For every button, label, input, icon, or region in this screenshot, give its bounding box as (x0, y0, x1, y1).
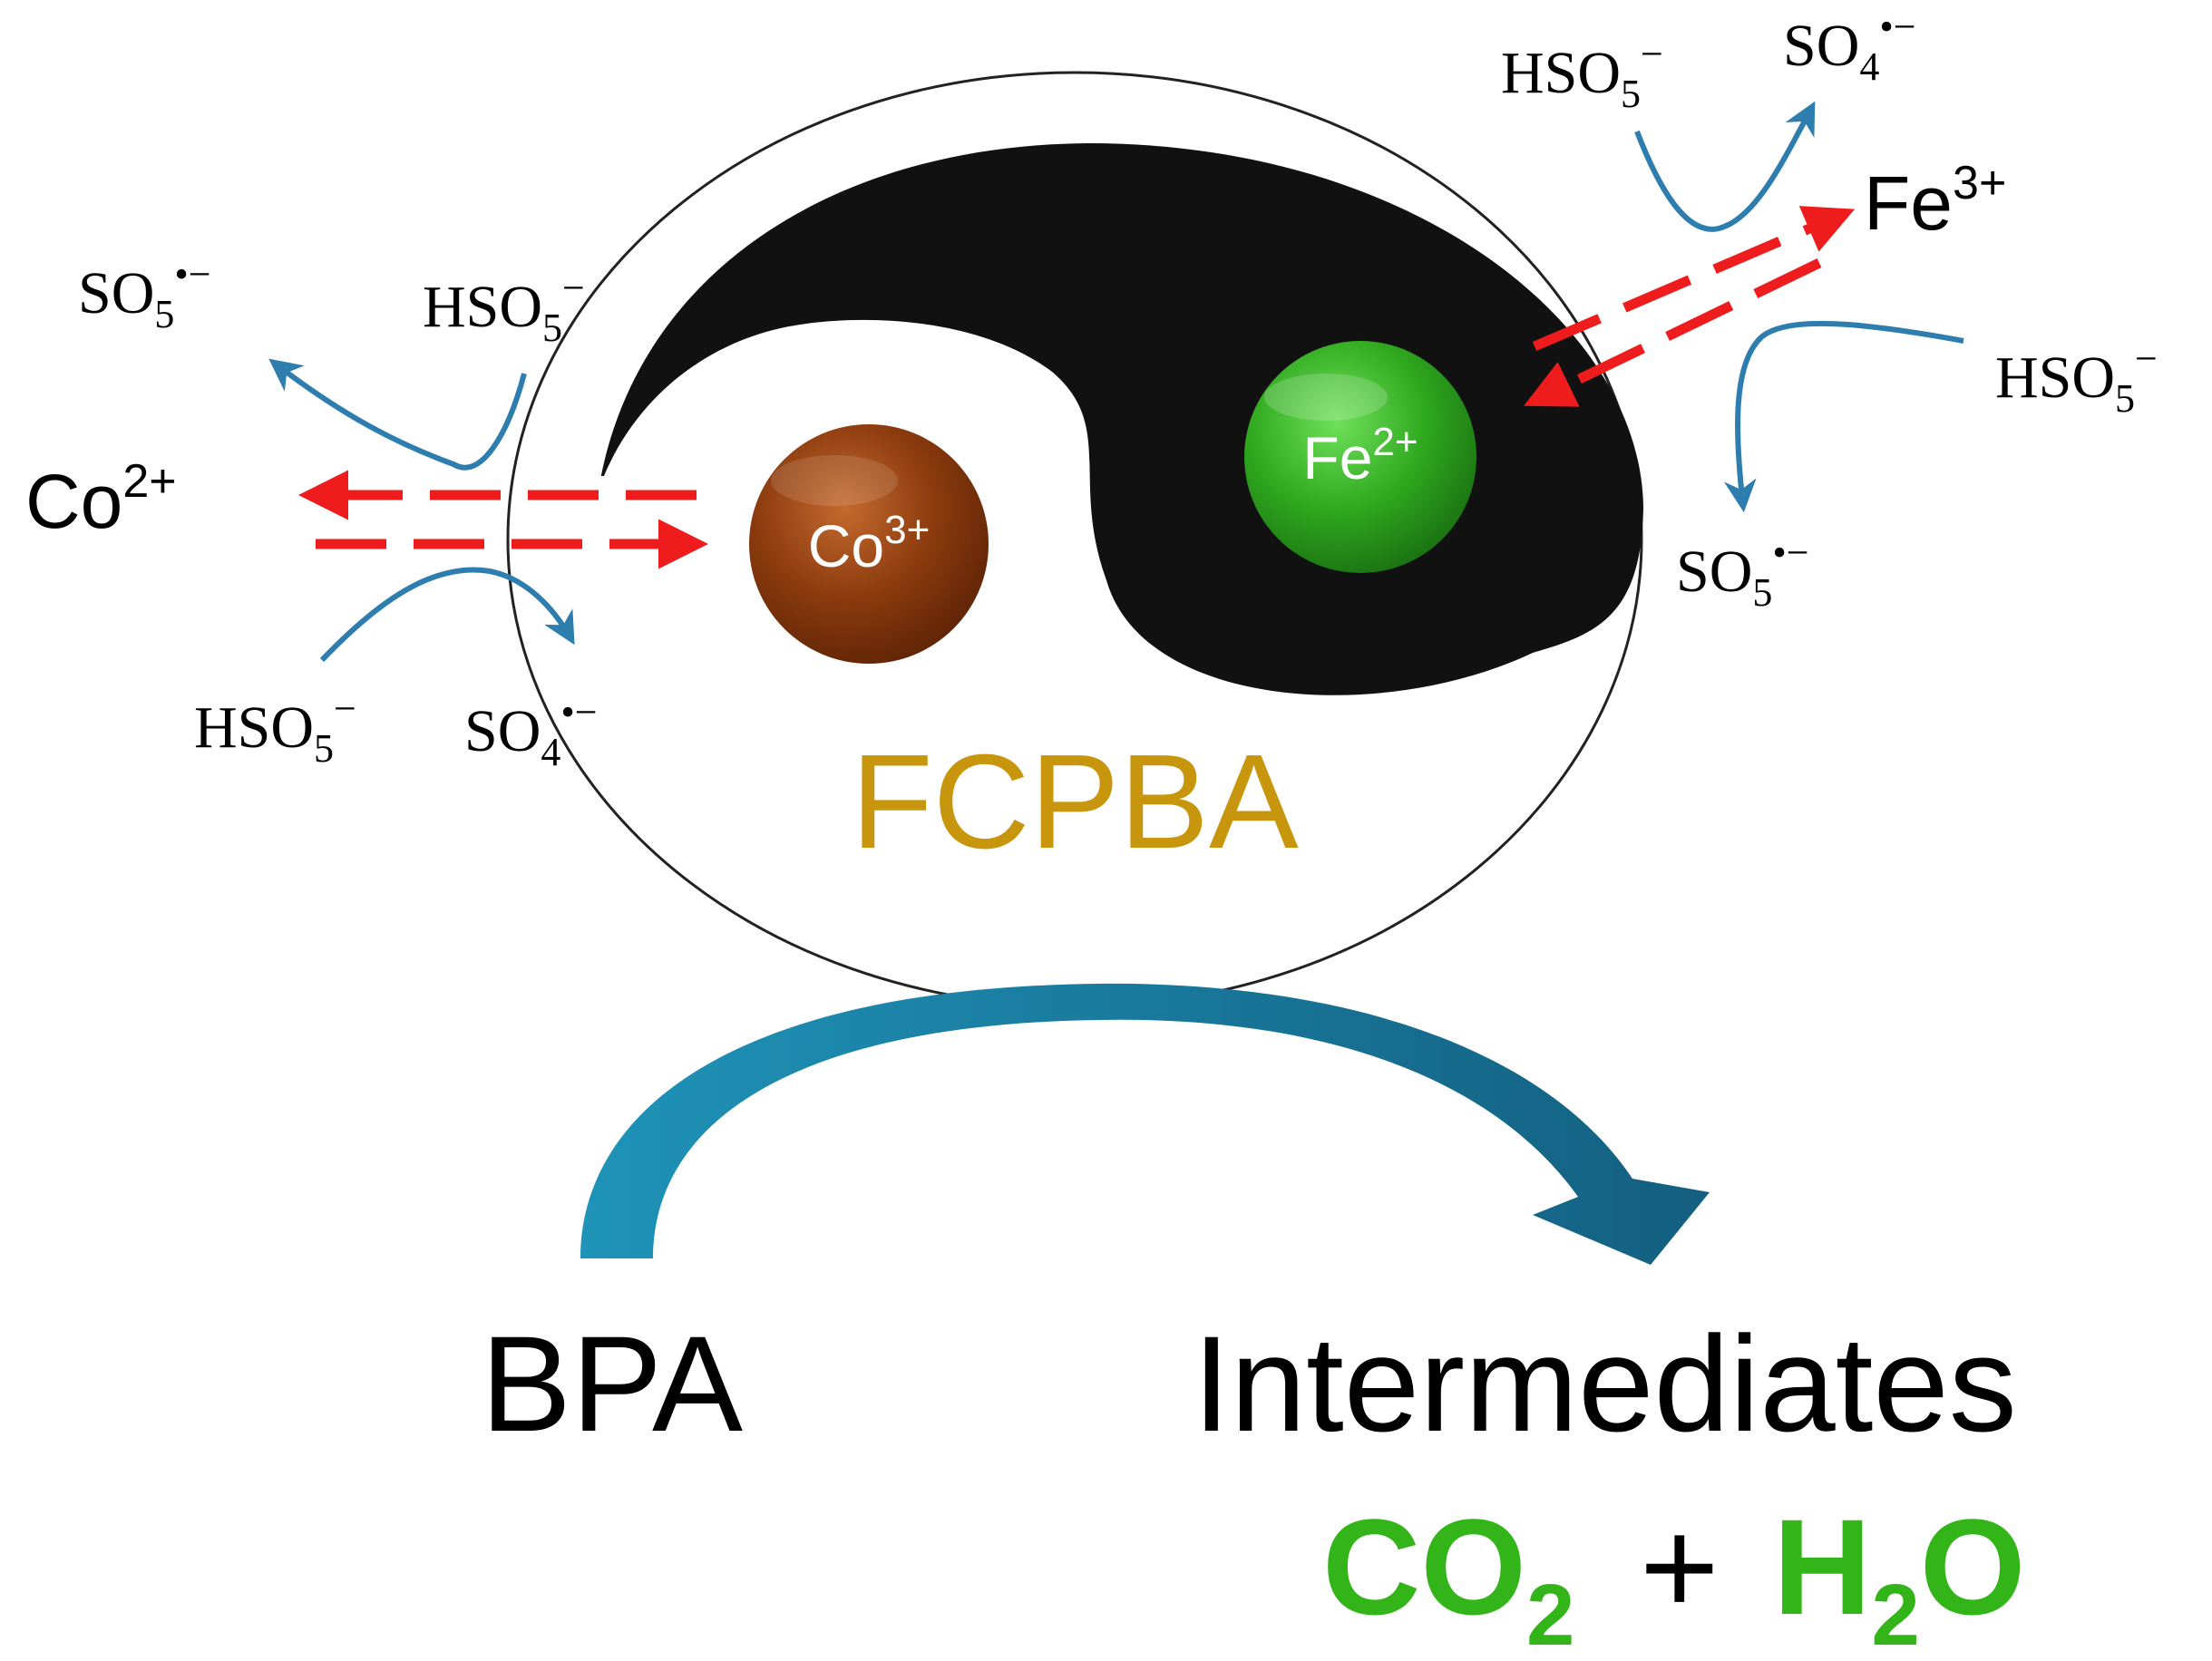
curve-hso5-to-so5-left (268, 358, 527, 471)
co2-label: Co2+ (25, 455, 177, 544)
arrow-fe2-to-fe3 (1532, 206, 1856, 352)
fe-electron-transfer (1524, 206, 1856, 407)
label-so5-right: SO5•− (1676, 530, 1809, 615)
label-so4-right: SO4•− (1783, 5, 1916, 89)
degradation-arrow (580, 983, 1710, 1265)
fe-reaction-curves (1634, 101, 1964, 513)
curve-hso5-to-so5-right (1723, 320, 1964, 513)
curve-hso5-to-so4-left (319, 567, 575, 663)
arrow-fe3-to-fe2 (1524, 258, 1822, 407)
product-h2o: H2O (1773, 1491, 2025, 1661)
label-so4-left: SO4•− (464, 690, 598, 774)
fe2-label: Fe2+ (1302, 420, 1418, 491)
catalyst-label: FCPBA (851, 727, 1299, 877)
product-co2: CO2 (1322, 1491, 1574, 1661)
curve-hso5-to-so4-right (1634, 101, 1816, 232)
fe2-ball: Fe2+ (1244, 341, 1476, 573)
label-hso5-right-mid: HSO5− (1995, 336, 2158, 421)
intermediate-label: Intermediates (1193, 1307, 2017, 1460)
label-so5-left: SO5•− (78, 252, 211, 336)
products-line: CO2 + H2O (1322, 1491, 2025, 1661)
co-electron-transfer (298, 470, 708, 569)
product-plus: + (1640, 1491, 1720, 1643)
reactant-label: BPA (481, 1307, 743, 1460)
fe3-label: Fe3+ (1864, 157, 2006, 246)
co3-ball: Co3+ (749, 424, 989, 664)
co3-label: Co3+ (808, 508, 931, 579)
label-hso5-left-top: HSO5− (423, 266, 585, 350)
label-hso5-left-bottom: HSO5− (194, 686, 356, 771)
label-hso5-right-top: HSO5− (1501, 32, 1663, 116)
co-reaction-curves (268, 358, 575, 663)
